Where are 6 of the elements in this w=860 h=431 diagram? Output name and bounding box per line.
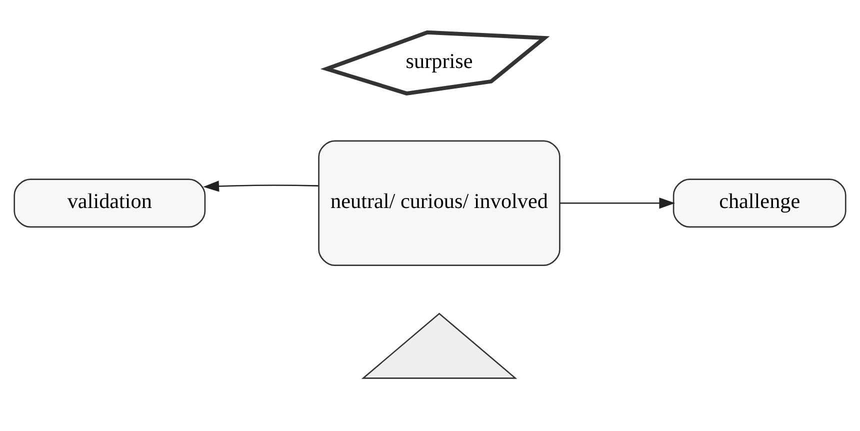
arrow [560,197,676,208]
node-box: neutral/ curious/ involved [318,140,560,266]
arrow [203,180,318,192]
node-box: challenge [672,178,846,228]
node-triangle [361,312,518,378]
node-box: validation [14,178,206,228]
